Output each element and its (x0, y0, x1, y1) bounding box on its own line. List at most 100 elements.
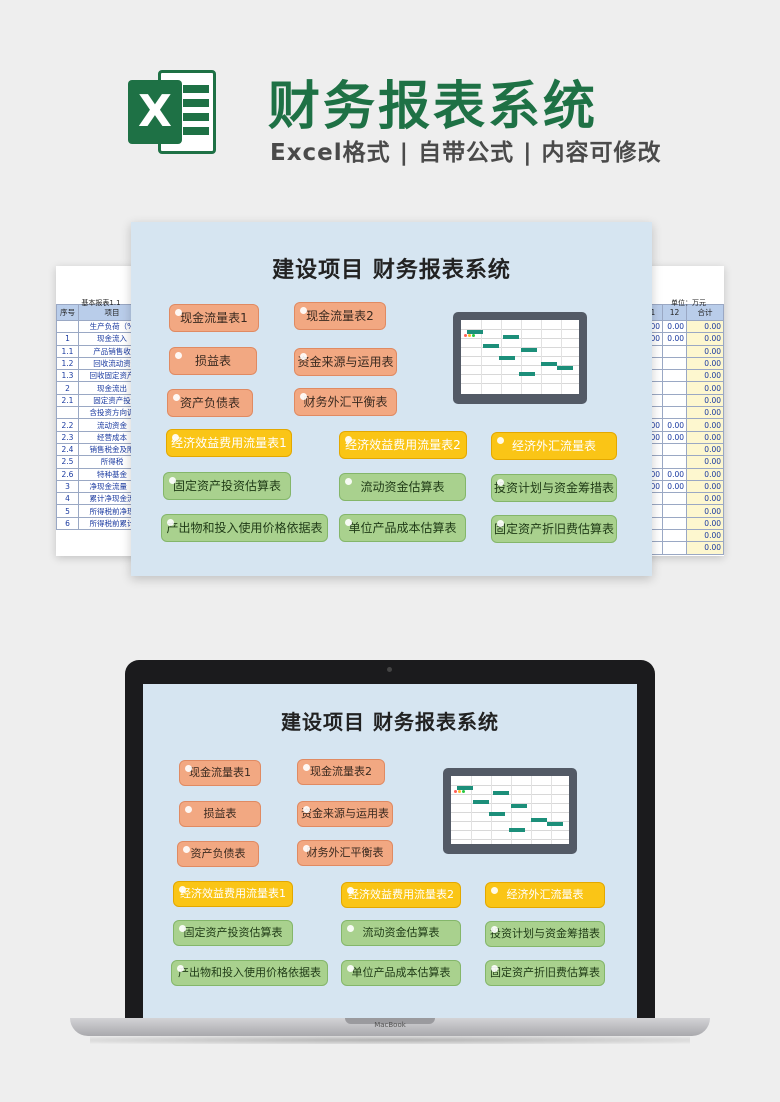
table-cell: 1 (56, 332, 79, 346)
table-cell: 0.00 (686, 516, 724, 531)
report-button-2[interactable]: 现金流量表2 (294, 302, 386, 330)
table-cell (662, 455, 687, 469)
table-cell (662, 369, 687, 383)
report-button-3[interactable]: 损益表 (169, 347, 257, 375)
report-button-6[interactable]: 财务外汇平衡表 (297, 840, 393, 866)
report-button-9[interactable]: 经济外汇流量表 (491, 432, 617, 460)
report-button-8[interactable]: 经济效益费用流量表2 (341, 882, 461, 908)
table-row: 0.00 (638, 406, 724, 420)
laptop-brand: MacBook (374, 1021, 406, 1029)
table-cell: 0.00 (686, 467, 724, 481)
table-cell: 0.00 (686, 356, 724, 371)
laptop-base: MacBook (70, 1018, 710, 1036)
report-button-5[interactable]: 资产负债表 (177, 841, 259, 867)
report-button-11[interactable]: 流动资金估算表 (339, 473, 466, 501)
table-cell (56, 406, 79, 420)
table-cell (662, 356, 687, 371)
table-cell: 0.00 (686, 529, 724, 543)
table-cell: 所得税前净现 (78, 504, 146, 518)
tablet-screen (451, 776, 569, 844)
table-cell (662, 541, 687, 555)
report-button-14[interactable]: 单位产品成本估算表 (339, 514, 466, 542)
report-button-15[interactable]: 固定资产折旧费估算表 (485, 960, 605, 986)
report-button-11[interactable]: 流动资金估算表 (341, 920, 461, 946)
table-cell (56, 319, 79, 334)
tablet-screen (461, 320, 579, 394)
table-cell: 5 (56, 504, 79, 518)
page-title: 财务报表系统 (268, 77, 599, 137)
excel-logo-icon: X (128, 66, 220, 158)
table-cell: 0.00 (686, 492, 724, 506)
report-button-6[interactable]: 财务外汇平衡表 (294, 388, 397, 416)
report-button-4[interactable]: 资金来源与运用表 (294, 348, 397, 376)
table-cell: 2.2 (56, 418, 79, 432)
report-button-10[interactable]: 固定资产投资估算表 (173, 920, 293, 946)
table-cell: 0.00 (662, 467, 687, 481)
laptop-shadow (90, 1036, 690, 1044)
table-cell: 2 (56, 381, 79, 395)
table-cell: 0.00 (686, 455, 724, 469)
table-cell: 1.2 (56, 356, 79, 371)
report-button-5[interactable]: 资产负债表 (167, 389, 253, 417)
report-button-9[interactable]: 经济外汇流量表 (485, 882, 605, 908)
column-header: 序号 (56, 304, 79, 321)
table-cell: 0.00 (686, 381, 724, 395)
table-cell: 0.00 (686, 406, 724, 420)
table-cell (662, 442, 687, 457)
report-button-1[interactable]: 现金流量表1 (179, 760, 261, 786)
report-button-2[interactable]: 现金流量表2 (297, 759, 385, 785)
table-cell: 0.00 (686, 418, 724, 432)
report-button-3[interactable]: 损益表 (179, 801, 261, 827)
report-button-14[interactable]: 单位产品成本估算表 (341, 960, 461, 986)
table-cell: 0.00 (662, 332, 687, 346)
laptop-notch (345, 1018, 435, 1024)
report-button-7[interactable]: 经济效益费用流量表1 (173, 881, 293, 907)
sheet-right-caption: 单位：万元 (671, 299, 706, 307)
report-button-1[interactable]: 现金流量表1 (169, 304, 259, 332)
report-button-10[interactable]: 固定资产投资估算表 (163, 472, 291, 500)
report-button-12[interactable]: 投资计划与资金筹措表 (491, 474, 617, 502)
table-cell: 0.00 (662, 418, 687, 432)
report-button-15[interactable]: 固定资产折旧费估算表 (491, 515, 617, 543)
page-subtitle: Excel格式 | 自带公式 | 内容可修改 (270, 140, 662, 166)
spreadsheet-tablet-icon (453, 312, 587, 404)
report-button-8[interactable]: 经济效益费用流量表2 (339, 431, 467, 459)
table-cell: 0.00 (686, 541, 724, 555)
report-button-13[interactable]: 产出物和投入使用价格依据表 (171, 960, 328, 986)
table-cell (662, 516, 687, 531)
sheet-left-caption: 基本报表1.1 (81, 299, 121, 307)
table-cell: 0.00 (686, 504, 724, 518)
table-cell: 0.00 (686, 430, 724, 444)
table-cell: 2.6 (56, 467, 79, 481)
excel-x-letter: X (128, 80, 182, 144)
table-cell: 0.00 (662, 319, 687, 334)
report-button-13[interactable]: 产出物和投入使用价格依据表 (161, 514, 328, 542)
table-cell: 1.1 (56, 344, 79, 358)
report-button-7[interactable]: 经济效益费用流量表1 (166, 429, 292, 457)
table-cell (662, 406, 687, 420)
table-row: 0.00 (638, 504, 724, 518)
table-cell: 0.00 (686, 393, 724, 408)
table-cell (662, 504, 687, 518)
table-cell (662, 344, 687, 358)
table-cell: 0.00 (662, 430, 687, 444)
table-cell: 6 (56, 516, 79, 531)
report-button-12[interactable]: 投资计划与资金筹措表 (485, 921, 605, 947)
table-cell: 2.4 (56, 442, 79, 457)
report-button-4[interactable]: 资金来源与运用表 (297, 801, 393, 827)
table-cell: 0.00 (686, 369, 724, 383)
table-cell: 4 (56, 492, 79, 506)
